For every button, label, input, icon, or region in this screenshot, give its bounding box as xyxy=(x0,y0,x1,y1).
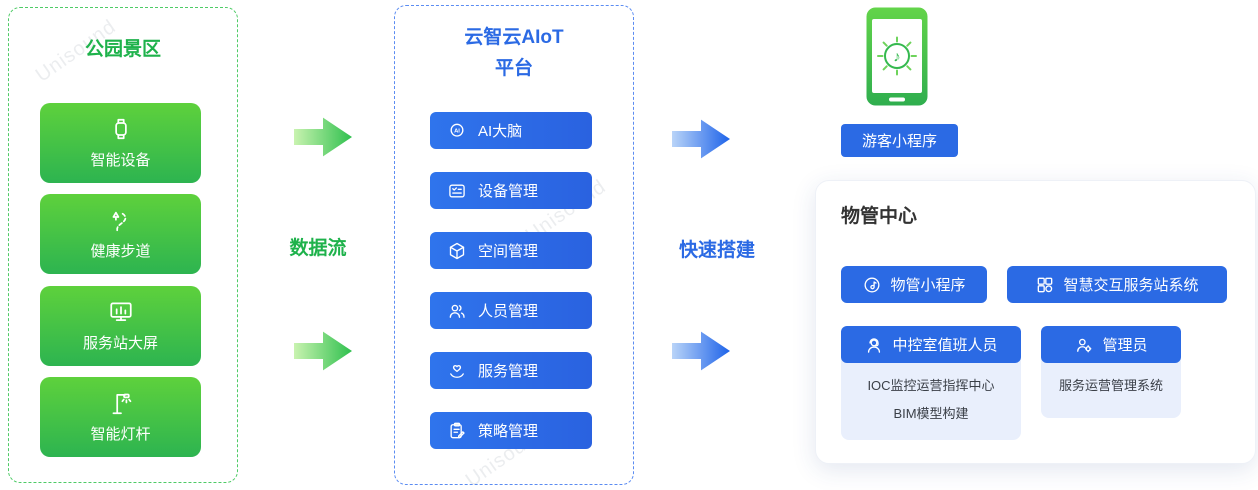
mini-program-icon xyxy=(862,275,882,295)
button-label: 管理员 xyxy=(1102,337,1148,354)
button-label: 服务管理 xyxy=(478,363,539,380)
tile-service-screen: 服务站大屏 xyxy=(40,286,201,366)
svg-text:♪: ♪ xyxy=(893,49,901,66)
admin-icon xyxy=(1074,335,1094,355)
group-line: BIM模型构建 xyxy=(893,406,969,421)
aiot-platform-panel xyxy=(394,5,634,485)
tile-smart-devices: 智能设备 xyxy=(40,103,201,183)
property-center-card: 物管中心 物管小程序 智慧交互服务站系统 中控室值班人员 IOC监控运营指挥中心 xyxy=(815,180,1256,464)
data-flow-arrow-bottom xyxy=(294,331,352,371)
quick-build-arrow-bottom xyxy=(672,331,730,371)
tile-health-trail: 健康步道 xyxy=(40,194,201,274)
data-flow-arrow-top xyxy=(294,117,352,157)
aiot-platform-title: 云智云AIoT 平台 xyxy=(394,22,634,84)
people-management-icon xyxy=(447,301,467,321)
control-room-group-lines: IOC监控运营指挥中心 BIM模型构建 xyxy=(841,363,1021,422)
button-label: 中控室值班人员 xyxy=(892,337,998,354)
button-label: 智慧交互服务站系统 xyxy=(1063,277,1199,294)
group-line: IOC监控运营指挥中心 xyxy=(867,378,995,393)
button-label: 人员管理 xyxy=(478,303,539,320)
ai-brain-icon: AI xyxy=(447,121,467,141)
admin-group-lines: 服务运营管理系统 xyxy=(1041,363,1181,394)
operator-icon xyxy=(864,335,884,355)
quick-build-arrow-top xyxy=(672,119,730,159)
admin-group: 管理员 服务运营管理系统 xyxy=(1041,326,1181,418)
data-flow-label: 数据流 xyxy=(289,238,347,259)
strategy-management-icon xyxy=(447,421,467,441)
lamppost-icon xyxy=(108,390,134,416)
park-panel-title: 公园景区 xyxy=(84,39,161,60)
aiot-platform-title-line2: 平台 xyxy=(494,58,533,79)
service-management-icon xyxy=(447,361,467,381)
button-label: 策略管理 xyxy=(478,423,539,440)
space-management-button: 空间管理 xyxy=(430,232,592,269)
button-label: AI大脑 xyxy=(478,123,523,140)
park-panel xyxy=(8,7,238,483)
button-label: 设备管理 xyxy=(478,183,539,200)
smart-interactive-station-button: 智慧交互服务站系统 xyxy=(1007,266,1227,303)
screen-icon xyxy=(108,299,134,325)
visitor-mini-program-button: 游客小程序 xyxy=(841,124,958,157)
control-room-staff-button: 中控室值班人员 xyxy=(841,326,1021,363)
control-room-group: 中控室值班人员 IOC监控运营指挥中心 BIM模型构建 xyxy=(841,326,1021,440)
space-management-icon xyxy=(447,241,467,261)
quick-build-label: 快速搭建 xyxy=(678,240,755,261)
trail-icon xyxy=(108,207,134,233)
tile-label: 智能灯杆 xyxy=(90,426,151,443)
aiot-platform-title-line1: 云智云AIoT xyxy=(464,27,564,48)
station-system-icon xyxy=(1035,275,1055,295)
property-center-title: 物管中心 xyxy=(841,206,918,227)
service-management-button: 服务管理 xyxy=(430,352,592,389)
device-management-icon xyxy=(447,181,467,201)
button-label: 物管小程序 xyxy=(890,277,966,294)
device-management-button: 设备管理 xyxy=(430,172,592,209)
phone-icon: ♪ xyxy=(865,6,929,107)
button-label: 空间管理 xyxy=(478,243,539,260)
tile-label: 智能设备 xyxy=(90,152,151,169)
admin-button: 管理员 xyxy=(1041,326,1181,363)
ai-brain-button: AI AI大脑 xyxy=(430,112,592,149)
group-line: 服务运营管理系统 xyxy=(1058,378,1163,393)
tile-smart-lamppost: 智能灯杆 xyxy=(40,377,201,457)
people-management-button: 人员管理 xyxy=(430,292,592,329)
svg-text:AI: AI xyxy=(454,128,460,134)
tile-label: 健康步道 xyxy=(90,243,151,260)
smartwatch-icon xyxy=(108,116,134,142)
button-label: 游客小程序 xyxy=(861,133,937,150)
property-mini-program-button: 物管小程序 xyxy=(841,266,987,303)
tile-label: 服务站大屏 xyxy=(82,335,158,352)
strategy-management-button: 策略管理 xyxy=(430,412,592,449)
